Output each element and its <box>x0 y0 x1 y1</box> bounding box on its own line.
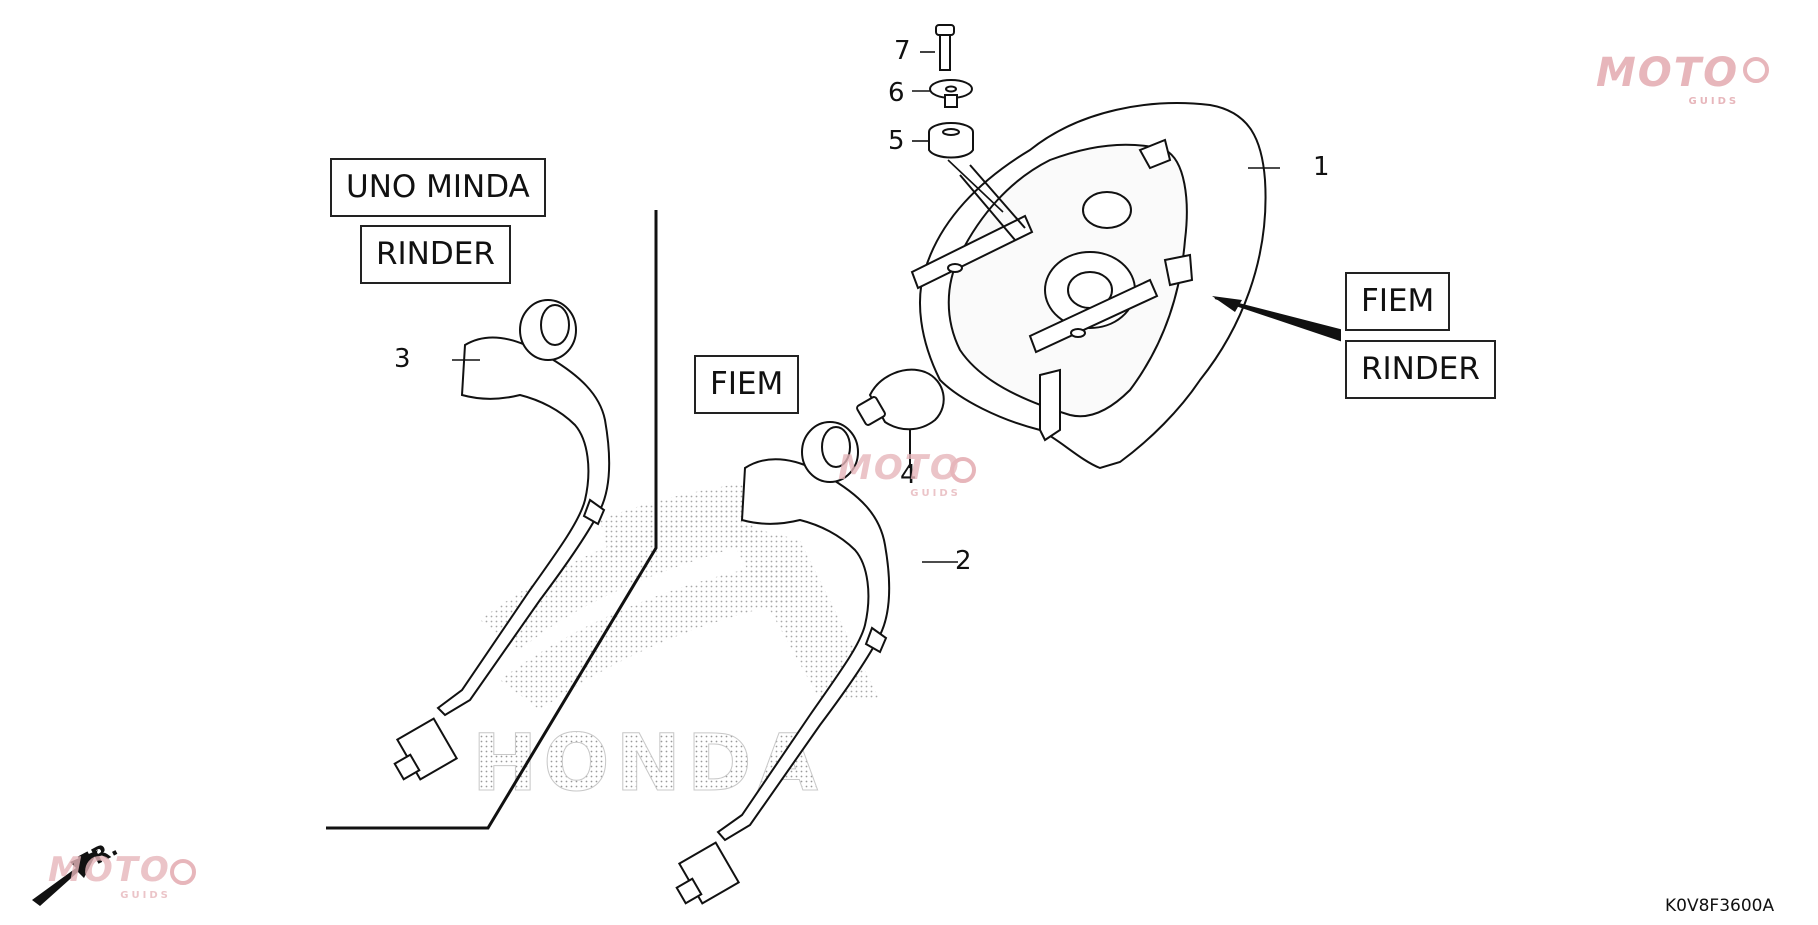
supplier-label-uno-minda: UNO MINDA <box>330 158 546 217</box>
bulb-4 <box>856 368 945 468</box>
callout-1: 1 <box>1313 152 1330 182</box>
watermark-subtext: GUIDS <box>1688 96 1740 107</box>
grommet-5 <box>928 122 974 159</box>
watermark-text: MOTO <box>48 850 171 890</box>
bolt-7 <box>935 24 955 71</box>
watermark-subtext: GUIDS <box>120 890 171 901</box>
pointer-arrow-head <box>1212 296 1242 312</box>
watermark-gears <box>170 57 1769 885</box>
pointer-arrow <box>1214 297 1341 342</box>
callout-3: 3 <box>394 344 411 374</box>
socket-harness-2 <box>675 421 891 905</box>
front-direction-arrow <box>32 850 98 906</box>
taillight-assembly-1 <box>910 102 1267 470</box>
section-divider <box>326 210 658 830</box>
callout-7: 7 <box>894 36 911 66</box>
supplier-label-fiem-right: FIEM <box>1345 272 1451 331</box>
supplier-label-rinder-left: RINDER <box>360 225 511 284</box>
callout-2: 2 <box>955 546 972 576</box>
watermark-center: MOTO GUIDS <box>838 448 961 499</box>
washer-6 <box>929 79 973 108</box>
callout-5: 5 <box>888 126 905 156</box>
leader-lines <box>452 51 1280 563</box>
socket-harness-3 <box>393 299 611 781</box>
watermark-text: MOTO <box>1596 50 1740 96</box>
watermark-subtext: GUIDS <box>910 488 961 499</box>
supplier-label-rinder-right: RINDER <box>1345 340 1496 399</box>
supplier-label-fiem-middle: FIEM <box>694 355 800 414</box>
callout-4: 4 <box>900 460 917 490</box>
watermark-top-right: MOTO GUIDS <box>1596 50 1739 107</box>
diagram-code: K0V8F3600A <box>1665 896 1775 916</box>
callout-6: 6 <box>888 78 905 108</box>
watermark-bottom-left: MOTO GUIDS <box>48 850 171 901</box>
watermark-text: MOTO <box>838 448 961 488</box>
honda-wing-logo <box>480 480 880 710</box>
